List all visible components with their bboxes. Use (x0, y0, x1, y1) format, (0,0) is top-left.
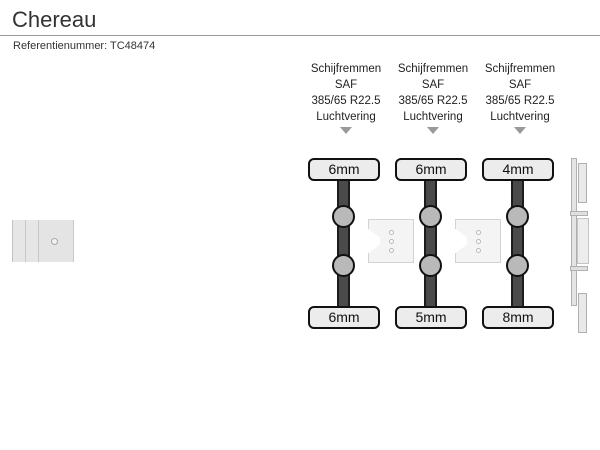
suspension-hole (476, 239, 481, 244)
rear-column (577, 218, 589, 264)
kingpin-icon (51, 238, 58, 245)
suspension-hole (389, 248, 394, 253)
axle-3-suspension: Luchtvering (490, 111, 550, 123)
axle-3-tyre-size: 385/65 R22.5 (485, 95, 555, 107)
front-divider-b (38, 220, 39, 262)
wheel-hub-3-top (506, 205, 529, 228)
axle-1-suspension: Luchtvering (316, 111, 376, 123)
rear-flange-top (570, 211, 588, 216)
suspension-member-1 (368, 219, 414, 263)
rear-flange-bottom (570, 266, 588, 271)
front-divider-a (25, 220, 26, 262)
tread-depth-axle-1-bottom[interactable]: 6mm (308, 306, 380, 329)
tread-depth-axle-1-top[interactable]: 6mm (308, 158, 380, 181)
wheel-hub-1-bottom (332, 254, 355, 277)
wheel-hub-1-top (332, 205, 355, 228)
axle-1-make: SAF (334, 79, 358, 91)
suspension-hole (476, 248, 481, 253)
wheel-hub-3-bottom (506, 254, 529, 277)
tread-depth-axle-3-top[interactable]: 4mm (482, 158, 554, 181)
axle-bar-3 (511, 175, 524, 306)
axle-2-tyre-size: 385/65 R22.5 (398, 95, 468, 107)
axle-bar-2 (424, 175, 437, 306)
chassis-rail-top (0, 0, 565, 9)
axle-2-make: SAF (421, 79, 445, 91)
axle-spec-3: Schijfremmen SAF 385/65 R22.5 Luchtverin… (474, 61, 566, 134)
rear-post (571, 158, 577, 306)
axle-3-make: SAF (508, 79, 532, 91)
page-title: Chereau (12, 7, 97, 32)
axle-1-tyre-size: 385/65 R22.5 (311, 95, 381, 107)
triangle-down-icon (427, 127, 439, 134)
suspension-member-2 (455, 219, 501, 263)
suspension-hole (476, 230, 481, 235)
rear-bracket-top (578, 163, 587, 203)
tread-depth-axle-3-bottom[interactable]: 8mm (482, 306, 554, 329)
axle-bar-1 (337, 175, 350, 306)
tread-depth-axle-2-top[interactable]: 6mm (395, 158, 467, 181)
wheel-hub-2-top (419, 205, 442, 228)
suspension-hole (389, 230, 394, 235)
axle-2-brakes: Schijfremmen (397, 63, 469, 75)
header-divider (0, 35, 600, 36)
reference-number: Referentienummer: TC48474 (13, 40, 156, 52)
wheel-hub-2-bottom (419, 254, 442, 277)
axle-spec-1: Schijfremmen SAF 385/65 R22.5 Luchtverin… (300, 61, 392, 134)
suspension-hole (389, 239, 394, 244)
triangle-down-icon (514, 127, 526, 134)
triangle-down-icon (340, 127, 352, 134)
tread-depth-axle-2-bottom[interactable]: 5mm (395, 306, 467, 329)
axle-3-brakes: Schijfremmen (484, 63, 556, 75)
rear-bracket-bottom (578, 293, 587, 333)
axle-1-brakes: Schijfremmen (310, 63, 382, 75)
chassis-rail-bottom (0, 9, 565, 18)
axle-spec-2: Schijfremmen SAF 385/65 R22.5 Luchtverin… (387, 61, 479, 134)
axle-2-suspension: Luchtvering (403, 111, 463, 123)
